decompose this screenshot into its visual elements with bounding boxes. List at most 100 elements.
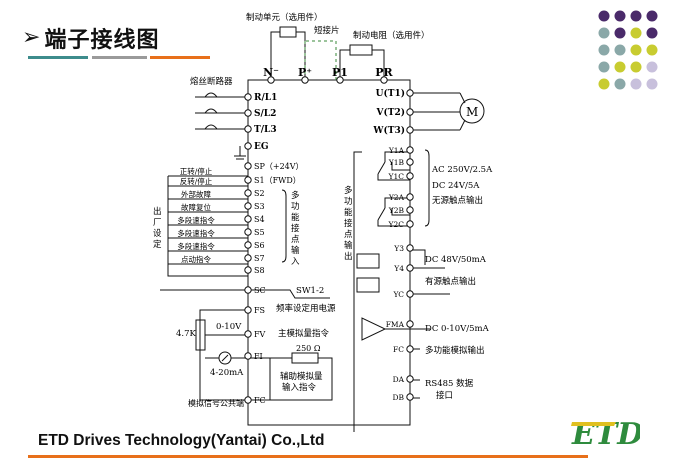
rs485-label-2: 接口 <box>436 390 453 401</box>
brake-resistor-box <box>349 44 373 56</box>
comm-terminal-label: DB <box>392 393 404 402</box>
terminal-analog-0 <box>244 306 252 314</box>
input-function-label: 故障复位 <box>181 202 211 212</box>
fuse-breaker-label: 熔丝断路器 <box>190 76 233 87</box>
terminal-input-7 <box>244 254 252 262</box>
motor-terminal-label: V(T2) <box>376 107 405 118</box>
analog-terminal-label: FV <box>254 330 266 339</box>
terminal-power-2 <box>244 125 252 133</box>
terminal-relay-3 <box>406 193 414 201</box>
title-bar-orange <box>150 56 210 59</box>
relay-terminal-label: Y1A <box>388 146 405 155</box>
factory-setting-label: 出厂设定 <box>153 206 162 250</box>
current-range-label: 4-20mA <box>210 368 244 378</box>
terminal-motor-1 <box>406 108 414 116</box>
input-terminal-label: S1（FWD） <box>254 176 301 185</box>
terminal-input-4 <box>244 215 252 223</box>
terminal-output-0 <box>406 320 414 328</box>
terminal-oc-2 <box>406 290 414 298</box>
motor-terminal-label: W(T3) <box>372 125 405 136</box>
terminal-relay-4 <box>406 206 414 214</box>
title-bar-gray <box>92 56 147 59</box>
terminal-input-0 <box>244 162 252 170</box>
optocoupler-2 <box>356 277 380 293</box>
decorative-dot <box>598 78 610 90</box>
footer-company: ETD Drives Technology(Yantai) Co.,Ltd <box>38 432 325 449</box>
decorative-dot <box>598 10 610 22</box>
etd-logo: ETD <box>571 417 640 452</box>
analog-terminal-label: FS <box>254 306 265 315</box>
freq-supply-label: 频率设定用电源 <box>276 303 336 314</box>
terminal-analog-3 <box>244 396 252 404</box>
decorative-dot <box>614 44 626 56</box>
comm-terminal-label: DA <box>393 375 405 384</box>
analog-terminal-label: FI <box>254 352 263 361</box>
oc-terminal-label: YC <box>392 290 404 299</box>
short-link-label: 短接片 <box>314 25 340 36</box>
title-arrow-icon: ➢ <box>22 25 41 50</box>
terminal-analog-1 <box>244 330 252 338</box>
terminal-comm-0 <box>406 375 414 383</box>
footer-line <box>28 455 588 458</box>
optocoupler-1 <box>356 253 380 269</box>
terminal-input-8 <box>244 266 252 274</box>
decorative-dot <box>614 61 626 73</box>
terminal-input-1 <box>244 176 252 184</box>
motor-terminal-label: U(T1) <box>376 88 405 99</box>
terminal-power-3 <box>244 142 252 150</box>
oc-terminal-label: Y4 <box>393 264 404 273</box>
terminal-analog-2 <box>244 352 252 360</box>
terminal-top-3 <box>380 76 388 84</box>
inverter-body <box>247 79 411 426</box>
rs485-label: RS485 数据 <box>425 378 474 389</box>
oc-terminal-label: Y3 <box>393 244 404 253</box>
terminal-relay-5 <box>406 220 414 228</box>
page-title: 端子接线图 <box>44 28 160 53</box>
title-block: ➢ 端子接线图 <box>22 22 159 54</box>
brake-unit-label: 制动单元（选用件） <box>246 12 323 23</box>
input-function-label: 多段速指令 <box>177 228 215 238</box>
oc-rating: DC 48V/50mA <box>425 255 487 265</box>
relay-rating-dc: DC 24V/5A <box>432 181 480 191</box>
input-terminal-label: S7 <box>254 254 265 263</box>
multi-output-label: 多功能接点输出 <box>344 185 353 262</box>
resistor-250-label: 250 Ω <box>296 344 321 353</box>
input-terminal-label: S6 <box>254 241 265 250</box>
brake-resistor-label: 制动电阻（选用件） <box>353 30 430 41</box>
pot-range-label: 0-10V <box>216 322 242 332</box>
relay-contact-label: 无源触点输出 <box>432 195 483 206</box>
motor-symbol <box>459 98 485 124</box>
top-terminal-label: PR <box>375 66 393 79</box>
terminal-relay-2 <box>406 172 414 180</box>
amplifier-symbol <box>361 317 387 341</box>
input-terminal-label: S8 <box>254 266 265 275</box>
decorative-dot <box>630 78 642 90</box>
relay-terminal-label: Y1B <box>388 158 405 167</box>
terminal-input-6 <box>244 241 252 249</box>
power-terminal-label: S/L2 <box>254 109 276 119</box>
decorative-dot <box>646 27 658 39</box>
decorative-dot <box>630 44 642 56</box>
decorative-dot <box>598 44 610 56</box>
main-analog-label: 主模拟量指令 <box>278 328 330 339</box>
fma-rating: DC 0-10V/5mA <box>425 324 490 334</box>
decorative-dot <box>646 44 658 56</box>
decorative-dot <box>614 27 626 39</box>
terminal-power-1 <box>244 109 252 117</box>
terminal-relay-0 <box>406 146 414 154</box>
decorative-dot <box>614 10 626 22</box>
terminal-power-0 <box>244 93 252 101</box>
terminal-oc-1 <box>406 264 414 272</box>
terminal-top-2 <box>336 76 344 84</box>
fma-desc: 多功能模拟输出 <box>425 345 485 356</box>
decorative-dot <box>630 10 642 22</box>
output-terminal-label: FMA <box>386 320 405 329</box>
terminal-oc-0 <box>406 244 414 252</box>
input-terminal-label: S3 <box>254 202 265 211</box>
input-terminal-label: SP（+24V） <box>254 162 304 171</box>
brake-unit-box <box>279 26 297 38</box>
multi-input-label: 多功能接点输入 <box>291 190 300 267</box>
decorative-dot <box>646 10 658 22</box>
terminal-motor-0 <box>406 89 414 97</box>
